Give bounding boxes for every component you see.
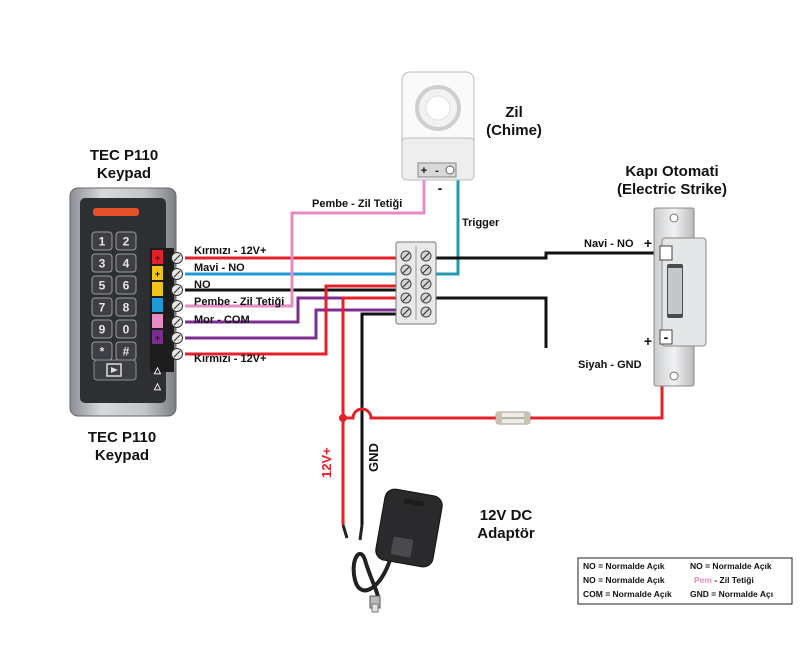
legend-row2-right: Pem - Zil Tetiği — [694, 575, 754, 585]
chime-pink-wire-label: Pembe - Zil Tetiği — [312, 198, 402, 210]
strike-top-sign: + — [644, 235, 652, 251]
strike-title-2: (Electric Strike) — [617, 181, 727, 198]
keypad-key-label: 7 — [99, 301, 106, 315]
strike-title-1: Kapı Otomati — [625, 163, 718, 180]
wire-purple-b — [185, 308, 400, 340]
keypad-key[interactable]: * — [91, 341, 113, 361]
chime: + - — [401, 71, 475, 181]
wires — [185, 178, 664, 525]
keypad-key[interactable]: 6 — [115, 275, 137, 295]
wire-black-to-strike-top — [432, 251, 655, 260]
keypad-key-label: 5 — [99, 279, 106, 293]
wire-label-purple-com: Mor - COM — [194, 314, 250, 326]
keypad-key-label: * — [100, 345, 105, 359]
keypad-key[interactable]: 5 — [91, 275, 113, 295]
chime-minus-wire-mark: - — [438, 180, 443, 196]
chime-minus: - — [435, 165, 439, 177]
keypad-key[interactable]: 0 — [115, 319, 137, 339]
strike-top-label: Navi - NO — [584, 238, 634, 250]
terminal-block — [395, 241, 437, 325]
keypad-key[interactable]: 9 — [91, 319, 113, 339]
terminal-mark: - — [156, 349, 159, 359]
keypad-keys: 1 2 3 4 5 6 7 8 9 0 * # — [91, 231, 137, 361]
chime-plus: + — [421, 165, 427, 177]
junction-dot — [339, 414, 347, 422]
legend-row1-right: NO = Normalde Açık — [690, 561, 772, 571]
wire-pink-chime-trigger — [185, 178, 426, 308]
label-12v: 12V+ — [319, 447, 334, 478]
keypad-key[interactable]: 2 — [115, 231, 137, 251]
wire-chime-trigger — [432, 178, 460, 276]
legend-pink-word: Pem — [694, 575, 712, 585]
keypad-terminal-block: + + + - △ △ — [150, 248, 183, 391]
keypad-key-label: 6 — [123, 279, 130, 293]
wire-label-no: NO — [194, 279, 211, 291]
keypad-key[interactable]: 8 — [115, 297, 137, 317]
legend: NO = Normalde Açık NO = Normalde Açık NO… — [577, 557, 793, 605]
legend-pink-rest: - Zil Tetiği — [712, 575, 754, 585]
legend-row2-left: NO = Normalde Açık — [583, 575, 665, 585]
adapter-title-1: 12V DC — [480, 507, 533, 524]
keypad-key[interactable]: # — [115, 341, 137, 361]
keypad-key-label: 8 — [123, 301, 130, 315]
wire-red-12v-trunk — [341, 296, 400, 525]
keypad: 1 2 3 4 5 6 7 8 9 0 * # — [69, 187, 177, 417]
fuse-icon — [495, 411, 531, 425]
keypad-title-top-2: Keypad — [97, 165, 151, 182]
wire-label-red-12v-top: Kırmızı - 12V+ — [194, 245, 266, 257]
wire-label-red-12v-bottom: Kırmızı - 12V+ — [194, 353, 266, 365]
keypad-key[interactable]: 1 — [91, 231, 113, 251]
keypad-key-label: 3 — [99, 257, 106, 271]
chime-trigger-label: Trigger — [462, 217, 500, 229]
keypad-key-label: 4 — [123, 257, 130, 271]
chime-title-1: Zil — [505, 104, 523, 121]
keypad-key-label: 2 — [123, 235, 130, 249]
legend-row1-left: NO = Normalde Açık — [583, 561, 665, 571]
keypad-key-label: # — [123, 345, 130, 359]
keypad-title-bottom-1: TEC P110 — [88, 429, 156, 446]
wire-label-blue-no: Mavi - NO — [194, 262, 245, 274]
keypad-key[interactable]: 3 — [91, 253, 113, 273]
adapter-title-2: Adaptör — [477, 525, 535, 542]
keypad-key-label: 1 — [99, 235, 106, 249]
door-icon — [106, 363, 122, 377]
keypad-key-label: 9 — [99, 323, 106, 337]
strike-bottom-sign: + — [644, 333, 652, 349]
keypad-key-label: 0 — [123, 323, 130, 337]
keypad-key[interactable]: 4 — [115, 253, 137, 273]
legend-row3-left: COM = Normalde Açık — [583, 589, 672, 599]
wire-black-to-strike-bottom — [432, 296, 548, 348]
strike-bottom-label: Siyah - GND — [578, 359, 642, 371]
label-gnd: GND — [366, 443, 381, 472]
keypad-title-bottom-2: Keypad — [95, 447, 149, 464]
wire-label-pink: Pembe - Zil Tetiği — [194, 296, 284, 308]
terminal-mark: + — [155, 269, 160, 279]
power-adapter — [341, 488, 443, 613]
legend-row3-right: GND = Normalde Açı — [690, 589, 773, 599]
terminal-mark: △ — [153, 381, 162, 391]
electric-strike — [653, 207, 707, 387]
terminal-mark: + — [155, 333, 160, 343]
keypad-title-top-1: TEC P110 — [90, 147, 158, 164]
wire-red-to-strike — [343, 407, 498, 420]
terminal-mark: △ — [153, 365, 162, 375]
terminal-mark: + — [155, 253, 160, 263]
wire-black-gnd — [360, 312, 400, 525]
wire-red-12v-bottom — [185, 284, 400, 356]
keypad-key[interactable]: 7 — [91, 297, 113, 317]
strike-bottom-minus: - — [664, 329, 669, 345]
chime-title-2: (Chime) — [486, 122, 542, 139]
